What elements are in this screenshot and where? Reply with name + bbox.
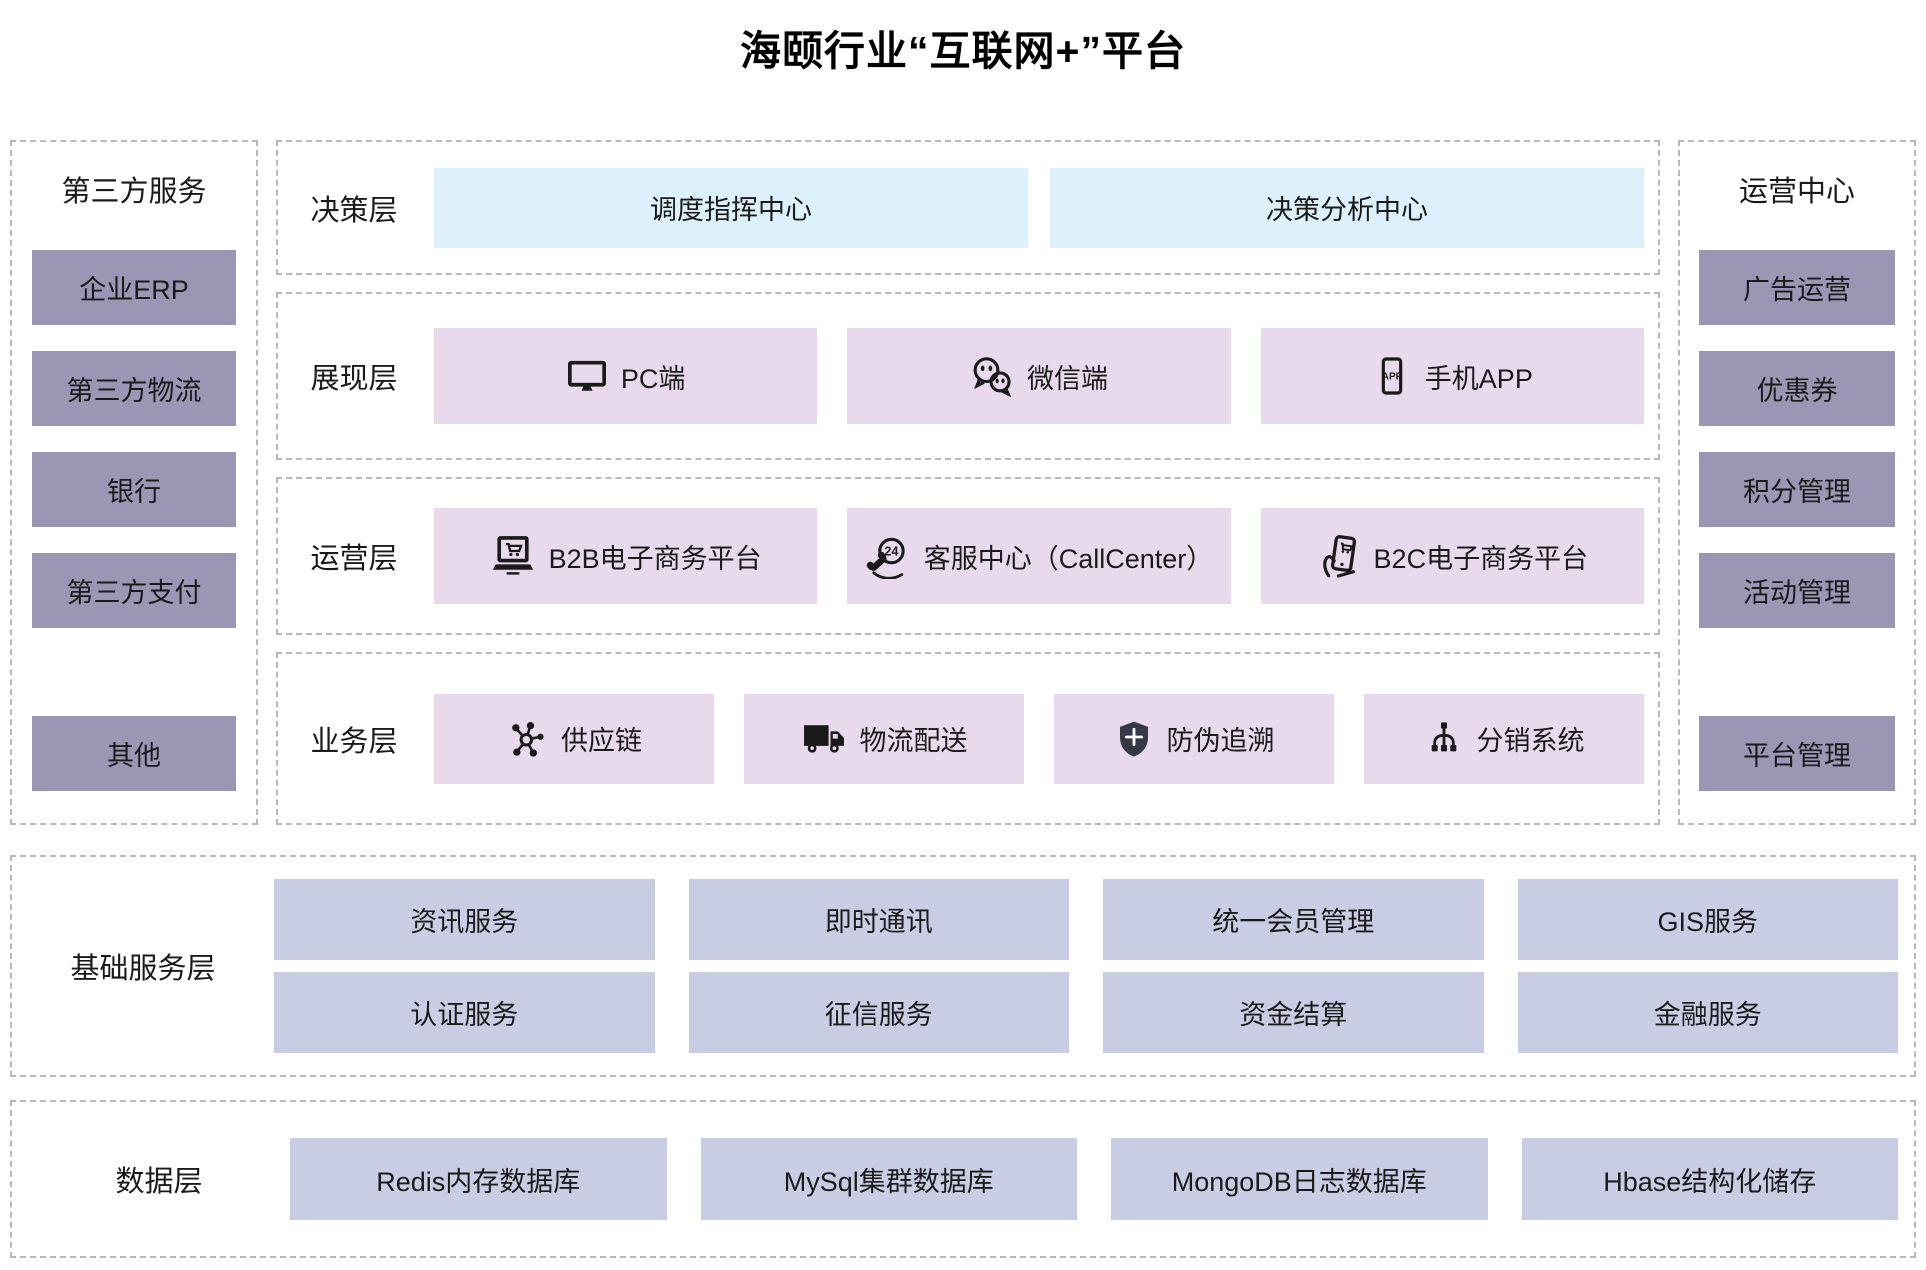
svg-text:24: 24: [884, 545, 898, 559]
operation-center-header: 运营中心: [1738, 176, 1855, 208]
box-callcenter: 24 客服中心（CallCenter）: [847, 508, 1231, 604]
box-dispatch-command-center: 调度指挥中心: [434, 167, 1028, 248]
box-anti-counterfeit: 防伪追溯: [1054, 693, 1334, 784]
network-hub-icon: [506, 718, 548, 760]
box-text: PC端: [620, 363, 686, 394]
layer-row-decision: 决策层 调度指挥中心 决策分析中心: [276, 140, 1660, 275]
box-instant-messaging: 即时通讯: [688, 879, 1069, 960]
sidebar-item-coupon: 优惠券: [1699, 351, 1895, 426]
foundation-layer-label: 基础服务层: [70, 953, 216, 985]
sidebar-item-other: 其他: [32, 716, 236, 791]
box-text: B2B电子商务平台: [548, 543, 762, 574]
data-layer-section: 数据层 Redis内存数据库 MySql集群数据库 MongoDB日志数据库 H…: [10, 1100, 1916, 1258]
operation-layer-label: 运营层: [310, 543, 398, 575]
page-title: 海颐行业“互联网+”平台: [740, 28, 1186, 74]
box-redis-database: Redis内存数据库: [290, 1138, 667, 1220]
box-finance-service: 金融服务: [1517, 972, 1898, 1053]
foundation-services-section: 基础服务层 资讯服务 即时通讯 统一会员管理 GIS服务 认证服务 征信服务 资…: [10, 855, 1916, 1077]
operation-center-panel: 运营中心 广告运营 优惠券 积分管理 活动管理 平台管理: [1678, 140, 1916, 825]
hierarchy-tree-icon: [1424, 719, 1464, 759]
box-b2b-platform: B2B电子商务平台: [434, 508, 818, 604]
wechat-icon: [970, 354, 1014, 398]
hand-phone-cart-icon: [1317, 534, 1361, 578]
sidebar-item-bank: 银行: [32, 452, 236, 527]
box-mysql-database: MySql集群数据库: [700, 1138, 1077, 1220]
layer-row-operation: 运营层 B2B电子商: [276, 477, 1660, 635]
shield-plus-icon: [1114, 719, 1154, 759]
box-mongodb-database: MongoDB日志数据库: [1111, 1138, 1488, 1220]
layer-row-business: 业务层: [276, 652, 1660, 825]
box-fund-settlement: 资金结算: [1103, 972, 1484, 1053]
laptop-cart-icon: [490, 533, 536, 579]
sidebar-item-points-management: 积分管理: [1699, 452, 1895, 527]
box-text: 调度指挥中心: [650, 195, 812, 225]
sidebar-item-activity-management: 活动管理: [1699, 553, 1895, 628]
box-hbase-storage: Hbase结构化储存: [1521, 1138, 1898, 1220]
callcenter-24h-icon: 24: [865, 533, 911, 579]
sidebar-item-erp: 企业ERP: [32, 250, 236, 325]
third-party-services-panel: 第三方服务 企业ERP 第三方物流 银行 第三方支付 其他: [10, 140, 258, 825]
foundation-grid: 资讯服务 即时通讯 统一会员管理 GIS服务 认证服务 征信服务 资金结算 金融…: [274, 879, 1898, 1053]
box-text: 决策分析中心: [1266, 195, 1428, 225]
box-wechat-client: 微信端: [847, 328, 1231, 424]
third-party-panel-header: 第三方服务: [61, 176, 207, 208]
presentation-layer-label: 展现层: [310, 363, 398, 395]
delivery-truck-icon: [801, 716, 847, 762]
main-area: 第三方服务 企业ERP 第三方物流 银行 第三方支付 其他 决策层 调度指挥中心…: [10, 140, 1916, 825]
operation-layer-items: B2B电子商务平台 24: [430, 508, 1658, 604]
data-layer-label: 数据层: [115, 1166, 203, 1198]
box-auth-service: 认证服务: [274, 972, 655, 1053]
sidebar-item-ad-operation: 广告运营: [1699, 250, 1895, 325]
box-text: 分销系统: [1476, 726, 1585, 756]
decision-layer-items: 调度指挥中心 决策分析中心: [430, 167, 1658, 248]
phone-app-icon: APP: [1372, 356, 1412, 396]
layer-rows: 决策层 调度指挥中心 决策分析中心 展现层: [276, 140, 1660, 825]
box-logistics-delivery: 物流配送: [744, 693, 1024, 784]
business-layer-items: 供应链: [430, 693, 1658, 784]
box-distribution-system: 分销系统: [1364, 693, 1644, 784]
box-text: B2C电子商务平台: [1373, 543, 1589, 574]
sidebar-item-logistics3p: 第三方物流: [32, 351, 236, 426]
box-pc-client: PC端: [434, 328, 818, 424]
sidebar-item-payment3p: 第三方支付: [32, 553, 236, 628]
box-text: 客服中心（CallCenter）: [923, 543, 1214, 574]
box-text: 微信端: [1026, 363, 1108, 394]
box-b2c-platform: B2C电子商务平台: [1260, 508, 1644, 604]
presentation-layer-items: PC端: [430, 328, 1658, 424]
box-text: 防伪追溯: [1166, 726, 1275, 756]
box-supply-chain: 供应链: [434, 693, 714, 784]
box-text: 供应链: [561, 726, 642, 756]
box-credit-service: 征信服务: [688, 972, 1069, 1053]
box-gis-service: GIS服务: [1517, 879, 1898, 960]
box-info-service: 资讯服务: [274, 879, 655, 960]
box-member-management: 统一会员管理: [1103, 879, 1484, 960]
business-layer-label: 业务层: [310, 725, 398, 758]
data-layer-grid: Redis内存数据库 MySql集群数据库 MongoDB日志数据库 Hbase…: [290, 1138, 1898, 1220]
box-decision-analysis-center: 决策分析中心: [1050, 167, 1644, 248]
box-text: 手机APP: [1424, 363, 1533, 394]
box-text: 物流配送: [859, 726, 968, 756]
sidebar-item-platform-management: 平台管理: [1699, 716, 1895, 791]
monitor-icon: [566, 355, 608, 397]
box-mobile-app: APP 手机APP: [1260, 328, 1644, 424]
decision-layer-label: 决策层: [310, 194, 398, 227]
layer-row-presentation: 展现层 PC端: [276, 292, 1660, 460]
svg-text:APP: APP: [1382, 372, 1403, 383]
